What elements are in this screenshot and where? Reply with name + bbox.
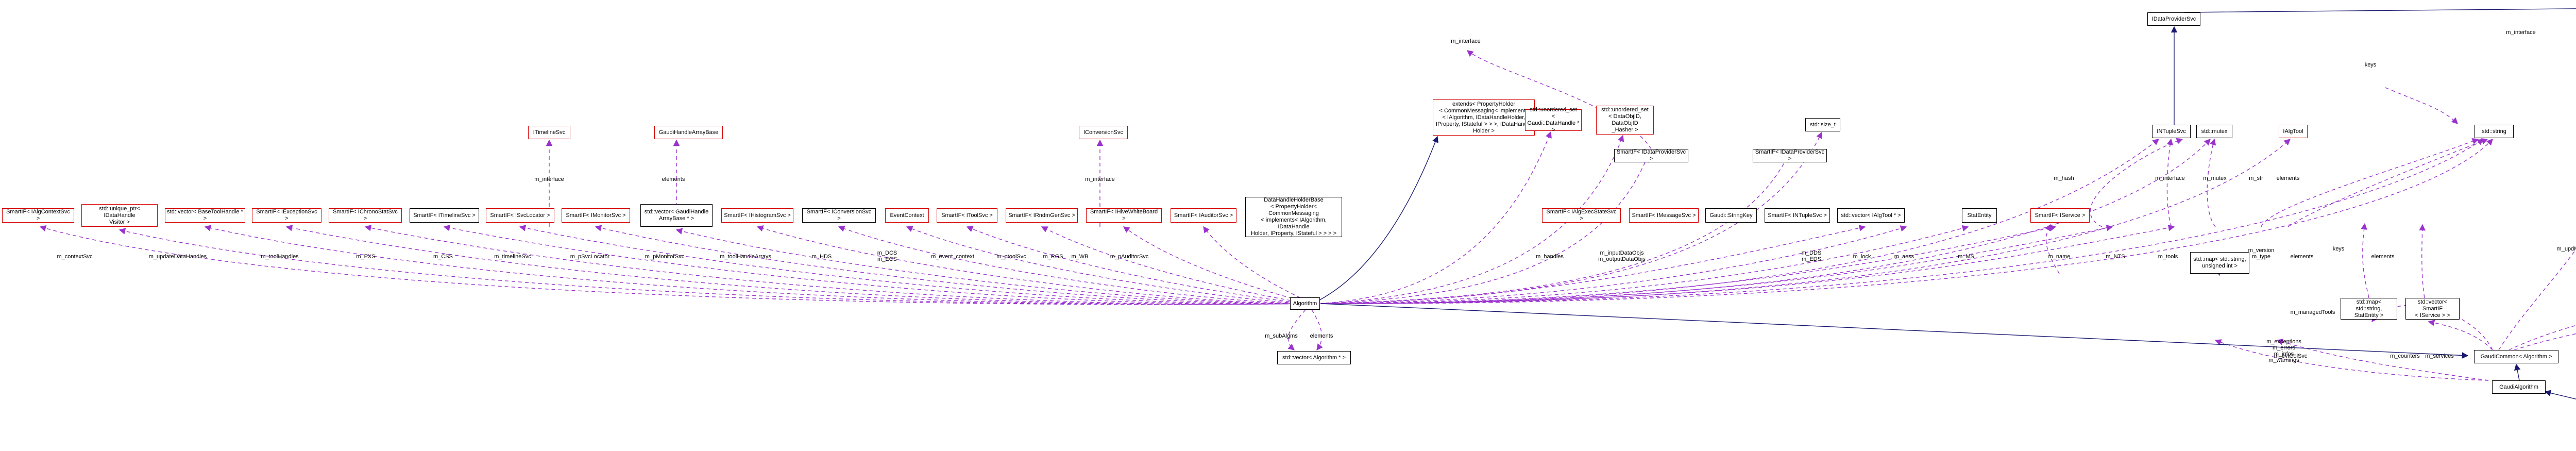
class-node[interactable]: GaudiHandleArrayBase: [654, 126, 723, 139]
class-node[interactable]: SmartIF< IChronoStatSvc >: [329, 208, 402, 223]
edge-label: m_timelineSvc: [494, 254, 531, 260]
edge-label: m_pAuditorSvc: [1110, 254, 1149, 260]
edge-label: elements: [2290, 254, 2314, 260]
edge-label: m_inputDataObjs m_outputDataObjs: [1598, 250, 1646, 262]
class-node[interactable]: SmartIF< IMonitorSvc >: [562, 208, 630, 223]
edge-label: m_interface: [1451, 38, 1481, 44]
edge-label: m_DDS m_EDS: [1801, 250, 1822, 262]
class-node[interactable]: extends< PropertyHolder < CommonMessagin…: [1433, 99, 1535, 136]
edge-label: m_aess: [1894, 254, 1914, 260]
edge-label: m_str: [2249, 175, 2263, 181]
class-node[interactable]: Gaudi::StringKey: [1705, 208, 1757, 223]
class-node[interactable]: DataHandleHolderBase < PropertyHolder< C…: [1245, 197, 1342, 237]
class-node[interactable]: SmartIF< IHistogramSvc >: [721, 208, 793, 223]
edge-label: m_updateDataHandles: [148, 254, 207, 260]
edge-label: m_DCS m_ECS: [877, 250, 897, 262]
class-node[interactable]: SmartIF< IMessageSvc >: [1629, 208, 1699, 223]
class-node[interactable]: std::unordered_set < DataObjID, DataObjI…: [1596, 106, 1654, 135]
class-node[interactable]: ITimelineSvc: [528, 126, 570, 139]
edge-label: m_interface: [1085, 176, 1115, 182]
edge-label: m_interface: [2506, 29, 2536, 36]
edge-label: m_managedTools: [2290, 309, 2335, 315]
edge-label: elements: [2371, 254, 2395, 260]
class-node[interactable]: std::mutex: [2196, 125, 2232, 138]
edge-label: elements: [662, 176, 685, 182]
edge-label: keys: [2364, 62, 2377, 68]
class-node[interactable]: std::map< std::string, unsigned int >: [2190, 252, 2249, 274]
class-node[interactable]: EventContext: [885, 208, 929, 223]
class-node[interactable]: SmartIF< IHiveWhiteBoard >: [1086, 208, 1162, 223]
edge-label: elements: [2276, 175, 2300, 181]
edge-label: m_WB: [1071, 254, 1089, 260]
class-node[interactable]: std::unique_ptr< IDataHandle Visitor >: [81, 204, 158, 227]
edge-label: m_counters: [2390, 353, 2420, 359]
edge-label: m_name: [2048, 254, 2071, 260]
edge-label: m_interface: [2155, 175, 2185, 181]
class-node[interactable]: GaudiAlgorithm: [2492, 380, 2546, 394]
edge-label: m_handles: [1536, 254, 1564, 260]
class-node[interactable]: std::vector< Algorithm * >: [1277, 351, 1351, 364]
class-node[interactable]: IDataProviderSvc: [2147, 12, 2200, 26]
class-node[interactable]: std::string: [2475, 125, 2514, 138]
edge-label: m_interface: [534, 176, 564, 182]
edge-label: elements: [1310, 333, 1333, 339]
class-node[interactable]: SmartIF< IAlgContextSvc >: [2, 208, 74, 223]
edge-label: m_pMonitorSvc: [645, 254, 685, 260]
edge-label: m_EXS: [356, 254, 376, 260]
class-node[interactable]: SmartIF< IAuditorSvc >: [1171, 208, 1236, 223]
class-node[interactable]: SmartIF< IAlgExecStateSvc >: [1542, 208, 1621, 223]
class-node[interactable]: std::unordered_set < Gaudi::DataHandle *…: [1525, 107, 1582, 133]
class-node[interactable]: SmartIF< IConversionSvc >: [802, 208, 876, 223]
edge-label: m_updMgrSvc: [2556, 246, 2576, 252]
class-node[interactable]: SmartIF< IExceptionSvc >: [252, 208, 321, 223]
class-node[interactable]: StatEntity: [1962, 208, 1997, 223]
edge-label: m_MS: [1958, 254, 1974, 260]
edge-label: m_toolHandleArrays: [720, 254, 771, 260]
edge-label: m_pSvcLocator: [570, 254, 610, 260]
class-node[interactable]: std::vector< GaudiHandle ArrayBase * >: [640, 204, 713, 227]
class-node[interactable]: std::size_t: [1805, 118, 1840, 131]
edge-label: m_evtColSvc: [2274, 353, 2308, 359]
class-node[interactable]: std::vector< BaseToolHandle * >: [165, 208, 245, 223]
class-node[interactable]: IAlgTool: [2279, 125, 2308, 138]
class-node[interactable]: IConversionSvc: [1079, 126, 1128, 139]
class-node[interactable]: std::vector< IAlgTool * >: [1837, 208, 1905, 223]
edge-label: keys: [2332, 246, 2345, 252]
edge-label: m_services: [2425, 353, 2454, 359]
edge-label: m_HDS: [811, 254, 832, 260]
edge-label: m_lock: [1853, 254, 1871, 260]
edge-label: m_exceptions m_errors m_infos m_warnings: [2266, 339, 2301, 363]
class-node[interactable]: std::vector< SmartIF < IService > >: [2405, 298, 2460, 320]
class-node[interactable]: SmartIF< ISvcLocator >: [486, 208, 554, 223]
class-node[interactable]: SmartIF< INTupleSvc >: [1765, 208, 1830, 223]
edge-label: m_hash: [2054, 175, 2074, 181]
class-node[interactable]: INTupleSvc: [2152, 125, 2191, 138]
edge-label: m_toolHandles: [261, 254, 299, 260]
class-node[interactable]: SmartIF< IToolSvc >: [937, 208, 997, 223]
class-node[interactable]: Algorithm: [1290, 297, 1320, 310]
edge-label: m_NTS: [2106, 254, 2125, 260]
edge-label: m_contextSvc: [57, 254, 93, 260]
edge-label: m_RGS: [1043, 254, 1063, 260]
edge-label: m_ptoolSvc: [996, 254, 1026, 260]
class-node[interactable]: SmartIF< ITimelineSvc >: [410, 208, 479, 223]
class-node[interactable]: std::map< std::string, StatEntity >: [2341, 298, 2397, 320]
class-node[interactable]: SmartIF< IService >: [2030, 208, 2090, 223]
class-node[interactable]: SmartIF< IRndmGenSvc >: [1006, 208, 1078, 223]
edge-label: m_event_context: [931, 254, 974, 260]
class-node[interactable]: GaudiCommon< Algorithm >: [2474, 350, 2558, 363]
edge-label: m_mutex: [2203, 175, 2227, 181]
edge-label: m_subAlgms: [1265, 333, 1298, 339]
edge-label: m_version m_type: [2248, 247, 2275, 260]
class-node[interactable]: SmartIF< IDataProviderSvc >: [1753, 149, 1827, 162]
class-node[interactable]: SmartIF< IDataProviderSvc >: [1614, 149, 1688, 162]
edge-label: m_tools: [2158, 254, 2178, 260]
edge-label: m_CSS: [433, 254, 453, 260]
